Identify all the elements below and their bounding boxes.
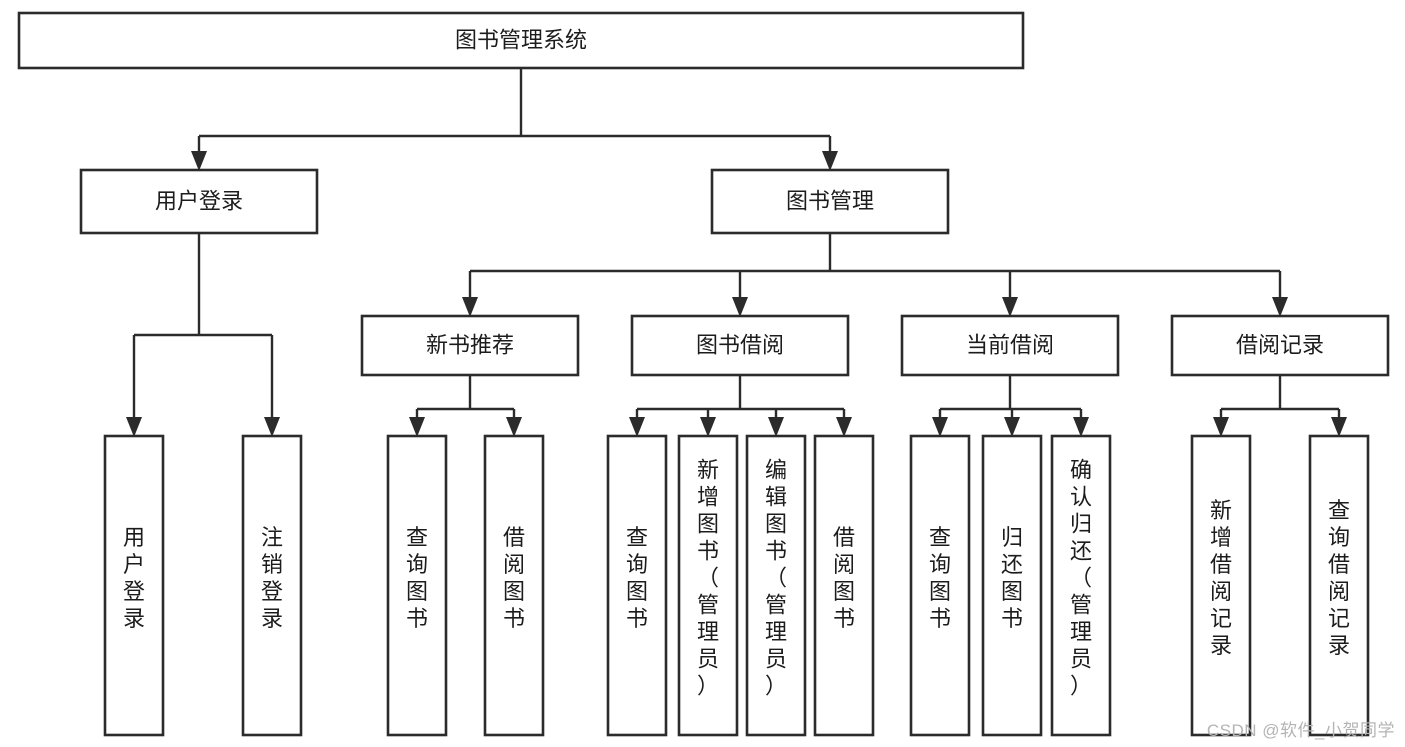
node-label-vertical: 新增借阅记录: [1210, 498, 1232, 658]
arrowhead-icon: [1002, 297, 1018, 317]
node-box[interactable]: [710, 168, 950, 235]
node-label: 图书管理系统: [455, 27, 587, 52]
node-leaf-query-book-2[interactable]: 查询图书: [606, 434, 668, 737]
node-leaf-edit-book[interactable]: 编辑图书（管理员）: [745, 434, 807, 737]
node-leaf-borrow-book-1[interactable]: 借阅图书: [483, 434, 545, 737]
node-leaf-user-logout[interactable]: 注销登录: [241, 434, 303, 737]
node-leaf-query-record[interactable]: 查询借阅记录: [1308, 434, 1370, 737]
node-label-vertical: 归还图书: [1001, 525, 1023, 631]
node-label-vertical: 借阅图书: [833, 525, 855, 631]
node-label: 用户登录: [155, 188, 243, 213]
arrowhead-icon: [1331, 417, 1347, 437]
node-label-vertical: 确认归还（管理员）: [1070, 458, 1092, 699]
arrowhead-icon: [700, 417, 716, 437]
node-user-login[interactable]: 用户登录: [79, 168, 319, 235]
node-book-borrow[interactable]: 图书借阅: [630, 314, 850, 377]
arrowhead-icon: [629, 417, 645, 437]
node-label-vertical: 注销登录: [261, 525, 283, 631]
arrowhead-icon: [732, 297, 748, 317]
node-box[interactable]: [606, 434, 668, 737]
node-box[interactable]: [1050, 434, 1112, 737]
edge-group-bookborrow-to-leaves: [629, 375, 852, 437]
node-leaf-add-book[interactable]: 新增图书（管理员）: [677, 434, 739, 737]
node-box[interactable]: [1308, 434, 1370, 737]
node-box[interactable]: [17, 11, 1025, 70]
arrowhead-icon: [1213, 417, 1229, 437]
node-box[interactable]: [241, 434, 303, 737]
node-leaf-query-book-3[interactable]: 查询图书: [909, 434, 971, 737]
node-box[interactable]: [981, 434, 1043, 737]
arrowhead-icon: [836, 417, 852, 437]
node-label: 新书推荐: [426, 332, 514, 357]
arrowhead-icon: [462, 297, 478, 317]
node-leaf-user-login[interactable]: 用户登录: [103, 434, 165, 737]
node-label-vertical: 借阅图书: [503, 525, 525, 631]
arrowhead-icon: [409, 417, 425, 437]
node-box[interactable]: [677, 434, 739, 737]
node-box[interactable]: [630, 314, 850, 377]
node-box[interactable]: [79, 168, 319, 235]
watermark-label: CSDN @软件_小贺同学: [1206, 721, 1395, 740]
node-label-vertical: 查询图书: [406, 525, 428, 631]
node-label-vertical: 查询图书: [929, 525, 951, 631]
node-box[interactable]: [745, 434, 807, 737]
edge-group-borrowrecord-to-leaves: [1213, 375, 1347, 437]
arrowhead-icon: [126, 417, 142, 437]
node-label-vertical: 查询借阅记录: [1328, 498, 1350, 658]
node-box[interactable]: [1170, 314, 1390, 377]
node-root[interactable]: 图书管理系统: [17, 11, 1025, 70]
node-leaf-return-book[interactable]: 归还图书: [981, 434, 1043, 737]
edge-group-userlogin-to-leaves: [126, 233, 280, 437]
node-box[interactable]: [909, 434, 971, 737]
node-label-vertical: 新增图书（管理员）: [697, 458, 719, 699]
edge-group-root-to-level1: [191, 68, 838, 171]
node-label-vertical: 编辑图书（管理员）: [765, 458, 787, 699]
arrowhead-icon: [264, 417, 280, 437]
node-label: 图书管理: [786, 188, 874, 213]
node-new-book-rec[interactable]: 新书推荐: [360, 314, 580, 377]
node-label-vertical: 查询图书: [626, 525, 648, 631]
node-leaf-borrow-book-2[interactable]: 借阅图书: [813, 434, 875, 737]
node-label: 图书借阅: [696, 332, 784, 357]
node-box[interactable]: [103, 434, 165, 737]
arrowhead-icon: [932, 417, 948, 437]
nodes-layer: 图书管理系统用户登录图书管理新书推荐图书借阅当前借阅借阅记录用户登录注销登录查询…: [17, 11, 1390, 737]
arrowhead-icon: [1272, 297, 1288, 317]
node-label: 借阅记录: [1236, 332, 1324, 357]
node-box[interactable]: [386, 434, 448, 737]
arrowhead-icon: [768, 417, 784, 437]
arrowhead-icon: [1004, 417, 1020, 437]
node-current-borrow[interactable]: 当前借阅: [900, 314, 1120, 377]
node-borrow-record[interactable]: 借阅记录: [1170, 314, 1390, 377]
node-leaf-confirm-return[interactable]: 确认归还（管理员）: [1050, 434, 1112, 737]
arrowhead-icon: [506, 417, 522, 437]
node-box[interactable]: [813, 434, 875, 737]
node-leaf-query-book-1[interactable]: 查询图书: [386, 434, 448, 737]
node-label: 当前借阅: [966, 332, 1054, 357]
arrowhead-icon: [1073, 417, 1089, 437]
node-book-manage[interactable]: 图书管理: [710, 168, 950, 235]
node-leaf-add-record[interactable]: 新增借阅记录: [1190, 434, 1252, 737]
node-box[interactable]: [900, 314, 1120, 377]
arrowhead-icon: [822, 151, 838, 171]
edge-group-currentborrow-to-leaves: [932, 375, 1089, 437]
edge-group-bookmanage-to-level2: [462, 233, 1288, 317]
node-box[interactable]: [360, 314, 580, 377]
edge-group-newbook-to-leaves: [409, 375, 522, 437]
edges-layer: [126, 68, 1347, 437]
node-box[interactable]: [483, 434, 545, 737]
arrowhead-icon: [191, 151, 207, 171]
node-box[interactable]: [1190, 434, 1252, 737]
node-label-vertical: 用户登录: [123, 525, 145, 631]
